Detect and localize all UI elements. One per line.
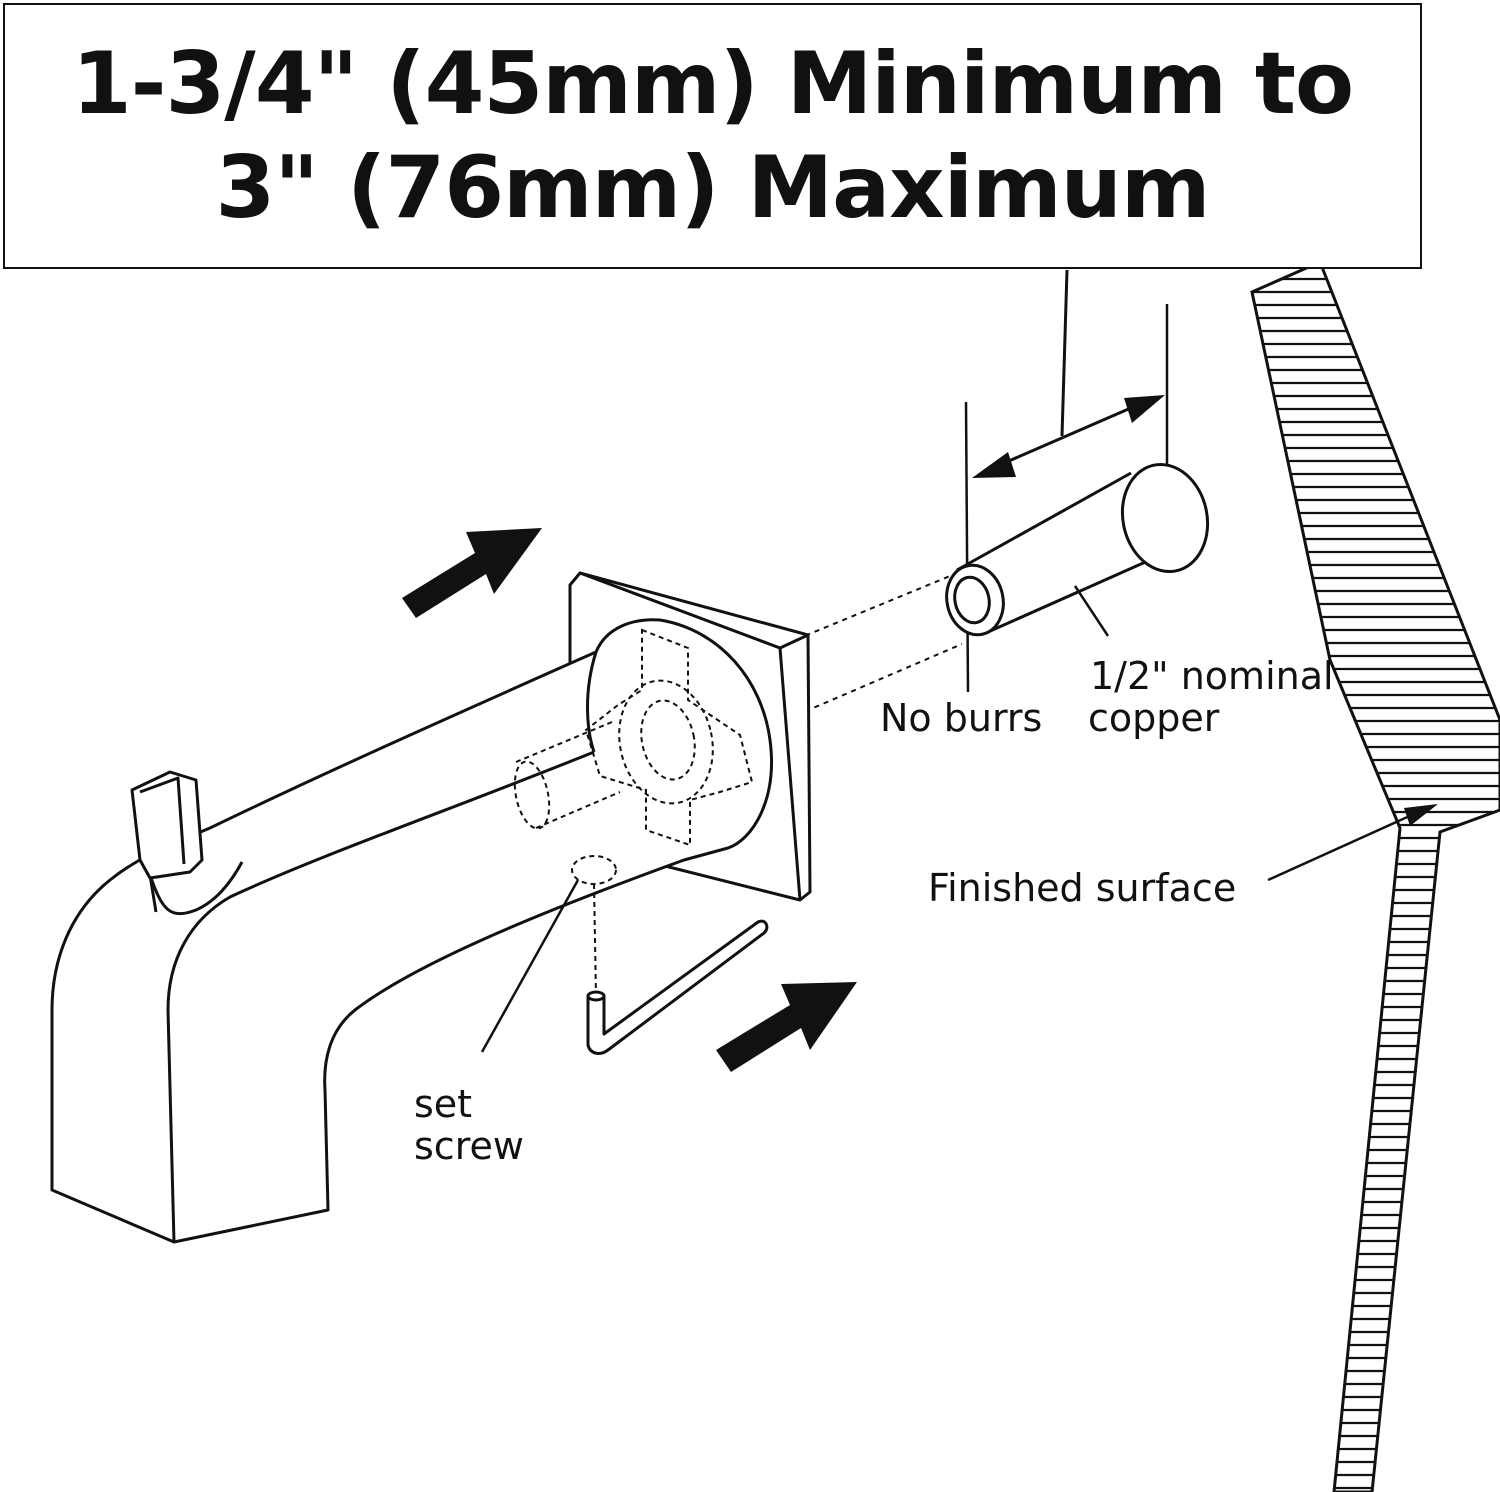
finished-wall (1250, 259, 1500, 1492)
direction-arrow-lower (716, 982, 857, 1072)
pipe-size-label: 1/2" nominal (1090, 654, 1334, 698)
pipe-material-label: copper (1088, 696, 1220, 740)
title-line-1: 1-3/4" (45mm) Minimum to (71, 34, 1354, 134)
alignment-dashed-lines (527, 575, 963, 823)
set-screw-leader (480, 879, 580, 1053)
set-screw-label-line-1: set (414, 1082, 473, 1126)
finished-surface-label: Finished surface (928, 866, 1237, 910)
direction-arrow-upper (402, 528, 542, 618)
finished-surface-leader (1267, 804, 1438, 882)
tub-spout (50, 618, 773, 1244)
dimension-title-box: 1-3/4" (45mm) Minimum to 3" (76mm) Maxim… (3, 3, 1422, 269)
internal-adapter-hidden-lines (513, 628, 754, 997)
title-line-2: 3" (76mm) Maximum (215, 138, 1210, 238)
no-burrs-label: No burrs (880, 696, 1043, 740)
dimension-leader-line (1060, 269, 1069, 437)
pipe-label-leader (1073, 585, 1110, 637)
allen-wrench (586, 919, 769, 1055)
set-screw-label-line-2: screw (414, 1124, 524, 1168)
dimension-extension-left (964, 401, 970, 693)
copper-pipe (945, 462, 1210, 637)
dimension-arrow (972, 395, 1165, 478)
diverter-knob (130, 770, 204, 880)
